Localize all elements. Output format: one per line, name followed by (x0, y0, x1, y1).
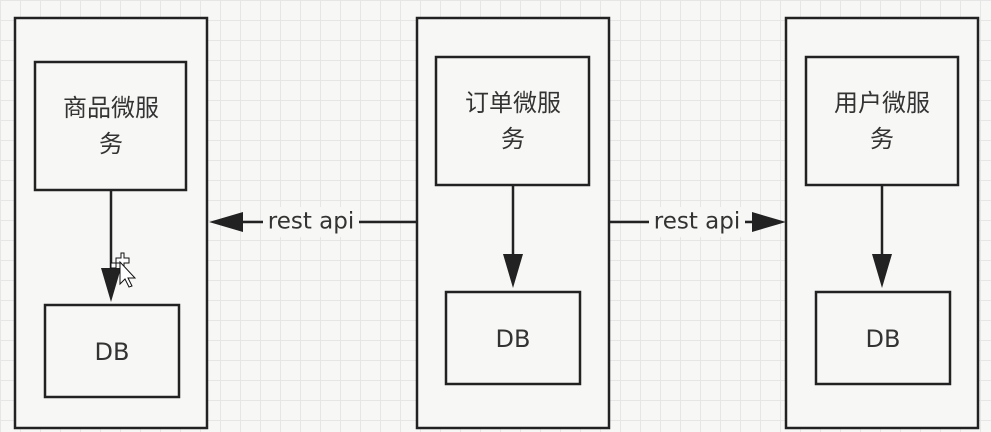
link-order-to-product[interactable]: rest api (209, 207, 417, 237)
service-box-product[interactable] (33, 60, 188, 192)
link-label-bg-order-to-product (263, 207, 359, 237)
db-box-user[interactable] (814, 290, 952, 386)
move-cursor-icon (110, 252, 137, 288)
link-label-order-to-product: rest api (268, 209, 355, 235)
service-label-product-line2: 务 (99, 130, 123, 158)
service-label-order-line1: 订单微服 (465, 89, 561, 117)
service-label-product-line1: 商品微服 (63, 94, 159, 122)
db-box-order[interactable] (444, 290, 582, 386)
service-group-user[interactable]: 用户微服 务 DB (784, 16, 980, 430)
db-label-product: DB (95, 338, 130, 366)
db-label-user: DB (866, 325, 901, 353)
service-group-order[interactable]: 订单微服 务 DB (415, 16, 611, 430)
link-arrowhead-user (752, 212, 786, 232)
link-label-order-to-user: rest api (654, 209, 741, 235)
db-arrowhead-product (101, 268, 121, 302)
link-arrowhead-product (209, 212, 243, 232)
service-label-user-line2: 务 (870, 125, 894, 153)
db-label-order: DB (496, 325, 531, 353)
service-label-user-line1: 用户微服 (834, 89, 930, 117)
service-label-order-line2: 务 (501, 125, 525, 153)
service-box-user[interactable] (804, 55, 960, 187)
db-arrowhead-order (503, 254, 523, 288)
link-order-to-user[interactable]: rest api (609, 207, 786, 237)
service-group-product[interactable]: 商品微服 务 DB (13, 16, 209, 430)
link-label-bg-order-to-user (649, 207, 745, 237)
db-box-product[interactable] (43, 303, 181, 399)
service-box-order[interactable] (434, 55, 591, 187)
db-arrowhead-user (872, 254, 892, 288)
